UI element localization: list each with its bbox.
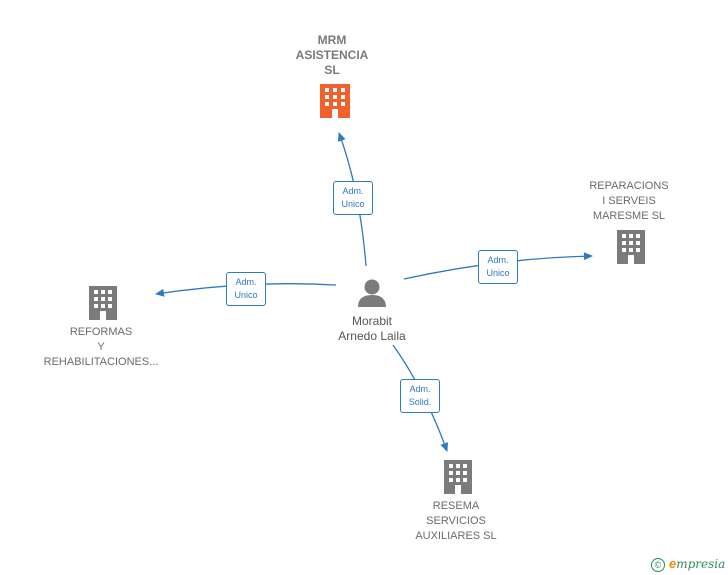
relation-badge-resema[interactable]: Adm. Solid. [400,379,440,413]
person-name-line: Arnedo Laila [338,329,406,343]
relation-type: Solid. [408,397,432,407]
relation-type: Unico [234,290,258,300]
person-name-line: Morabit [351,314,392,328]
brand-logo-text: mpresia [676,557,726,571]
company-name-line: RESEMA [432,500,480,512]
company-name-reparacions[interactable]: REPARACIONS I SERVEIS MARESME SL [574,179,684,224]
brand-logo-initial: e [669,556,677,571]
building-icon[interactable] [617,230,645,264]
relation-role: Adm. [342,186,364,196]
relation-badge-reformas[interactable]: Adm. Unico [226,272,266,306]
person-name[interactable]: Morabit Arnedo Laila [322,314,422,344]
company-name-line: REHABILITACIONES... [43,356,159,368]
building-icon[interactable] [444,460,472,494]
relation-badge-mrm[interactable]: Adm. Unico [333,181,373,215]
company-name-line: Y [97,341,105,353]
company-name-reformas[interactable]: REFORMAS Y REHABILITACIONES... [36,325,166,370]
company-name-line: SL [324,63,340,77]
company-name-line: MARESME SL [592,210,666,222]
building-icon[interactable] [320,84,350,118]
relation-type: Unico [341,199,365,209]
company-name-line: MRM [317,33,347,47]
company-name-resema[interactable]: RESEMA SERVICIOS AUXILIARES SL [401,499,511,544]
relation-role: Adm. [235,277,257,287]
company-name-line: AUXILIARES SL [415,530,497,542]
company-name-line: REPARACIONS [589,180,669,192]
person-icon[interactable] [358,279,386,308]
copyright-icon: © [651,557,665,572]
company-name-mrm[interactable]: MRM ASISTENCIA SL [282,33,382,78]
building-icon[interactable] [89,286,117,320]
company-name-line: SERVICIOS [426,515,486,527]
copyright-notice: © empresia [651,556,725,572]
company-name-line: REFORMAS [69,326,133,338]
company-name-line: I SERVEIS [602,195,656,207]
company-name-line: ASISTENCIA [295,48,369,62]
relation-badge-reparacions[interactable]: Adm. Unico [478,250,518,284]
relation-role: Adm. [409,384,431,394]
relation-role: Adm. [487,255,509,265]
relation-type: Unico [486,268,510,278]
